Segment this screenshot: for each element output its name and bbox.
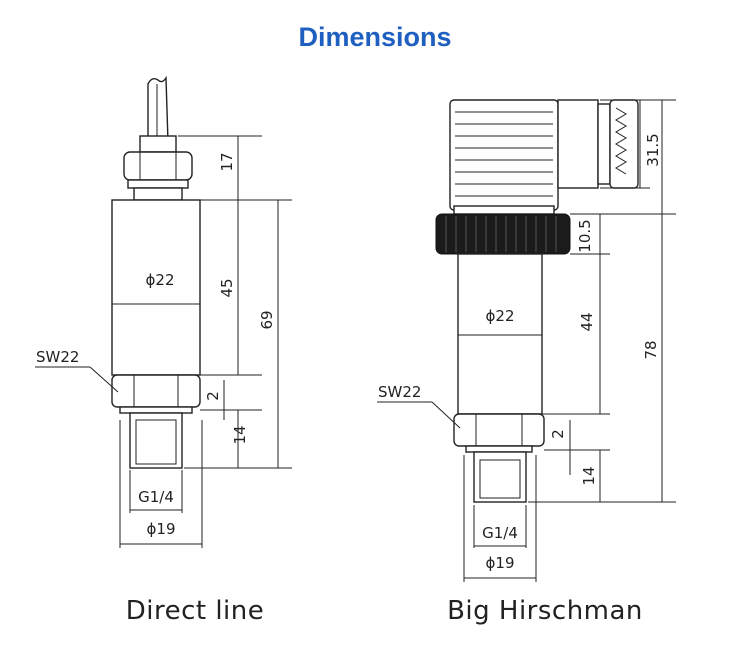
dim-31-5: 31.5 bbox=[644, 133, 662, 166]
connector-ring bbox=[597, 103, 611, 185]
gland-neck bbox=[133, 187, 183, 201]
sensor-body bbox=[457, 253, 543, 415]
hex-neck bbox=[465, 445, 533, 453]
dim-78: 78 bbox=[642, 340, 660, 359]
thread-label: G1/4 bbox=[138, 488, 174, 506]
dim-14: 14 bbox=[580, 466, 598, 485]
dim-2: 2 bbox=[549, 429, 567, 439]
gland-cap bbox=[139, 135, 177, 153]
gland-nut bbox=[123, 151, 193, 181]
connector-housing bbox=[449, 99, 559, 211]
caption-big-hirschman: Big Hirschman bbox=[447, 596, 643, 626]
cable bbox=[147, 75, 169, 143]
diameter-label: ϕ22 bbox=[486, 307, 515, 325]
diameter-label: ϕ22 bbox=[146, 271, 175, 289]
hex-neck bbox=[119, 406, 193, 414]
gland-ring bbox=[127, 179, 189, 189]
direct-line-sensor: ϕ22 SW22 G1/4 ϕ19 17 45 69 2 bbox=[35, 75, 292, 548]
wrench-size-label: SW22 bbox=[378, 383, 421, 401]
connector-base bbox=[453, 205, 555, 215]
dim-2: 2 bbox=[204, 391, 222, 401]
hex-nut bbox=[111, 374, 201, 408]
page-title: Dimensions bbox=[298, 22, 452, 52]
dim-10-5: 10.5 bbox=[576, 219, 594, 252]
hex-nut bbox=[453, 413, 545, 447]
thread-diameter-label: ϕ19 bbox=[486, 554, 515, 572]
thread-diameter-label: ϕ19 bbox=[147, 520, 176, 538]
dim-69: 69 bbox=[258, 310, 276, 329]
dim-45: 45 bbox=[218, 278, 236, 297]
connector-side bbox=[557, 99, 599, 189]
big-hirschman-sensor: ϕ22 SW22 G1/4 ϕ19 31.5 bbox=[377, 99, 676, 582]
dim-44: 44 bbox=[578, 312, 596, 331]
caption-direct-line: Direct line bbox=[125, 596, 265, 626]
dim-14: 14 bbox=[231, 425, 249, 444]
dim-17: 17 bbox=[218, 152, 236, 171]
thread bbox=[129, 412, 183, 469]
wrench-size-label: SW22 bbox=[36, 348, 79, 366]
thread-label: G1/4 bbox=[482, 524, 518, 542]
